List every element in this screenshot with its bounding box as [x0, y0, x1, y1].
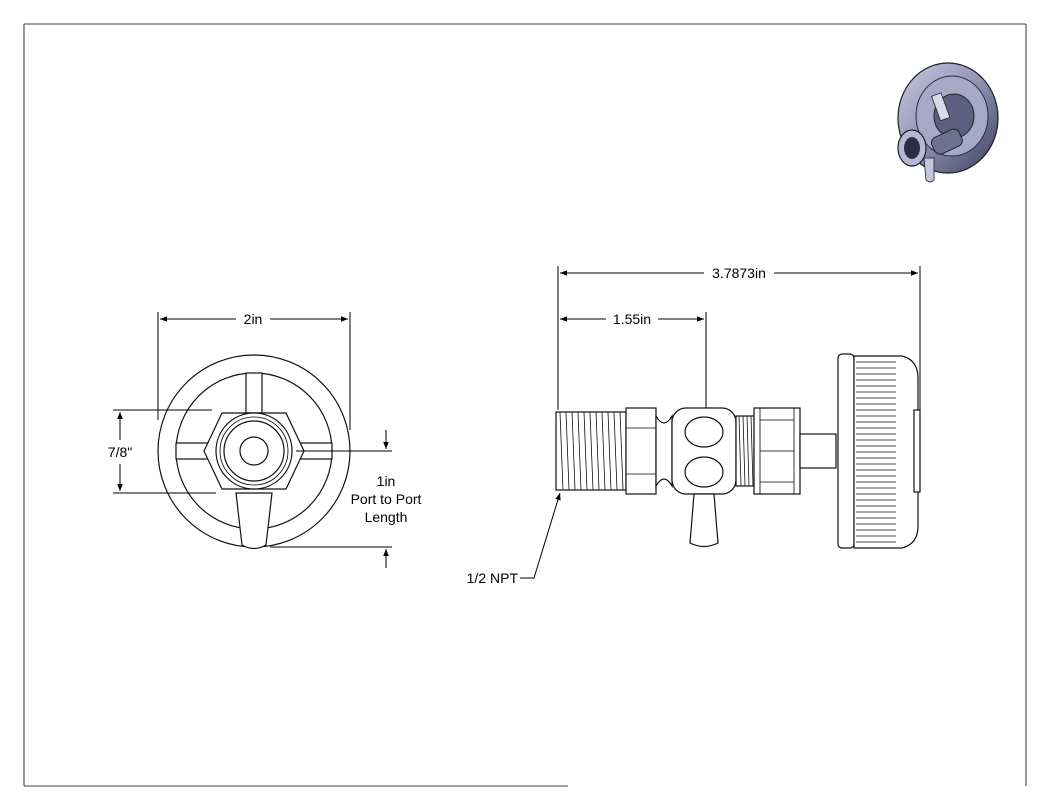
side-view — [555, 353, 921, 549]
dim-front-width: 2in — [157, 311, 351, 430]
hatch-line — [565, 411, 570, 491]
dim-port-label-line3: Length — [365, 509, 408, 525]
hex-section — [625, 407, 657, 495]
hatch-line — [589, 411, 594, 491]
thread-callout: 1/2 NPT — [467, 492, 561, 586]
dim-overall-length-label: 3.7873in — [712, 265, 766, 281]
body-boss-top — [684, 416, 724, 448]
hatch-line — [559, 411, 564, 491]
front-view — [157, 354, 351, 550]
hatch-line — [619, 411, 624, 491]
dim-overall-length: 3.7873in — [557, 265, 921, 410]
dim-port-distance: 1.55in — [560, 311, 707, 408]
dim-front-height: 7/8" — [108, 409, 216, 494]
side-stem — [689, 493, 719, 548]
sheet-border — [23, 23, 1027, 787]
spindle — [799, 433, 837, 469]
hatch-line — [746, 415, 750, 487]
hatch-line — [595, 411, 600, 491]
hatch-line — [742, 415, 746, 487]
dim-front-height-label: 7/8" — [108, 444, 132, 460]
hatch-line — [750, 415, 754, 487]
port-bore — [239, 436, 269, 466]
handwheel-cap — [913, 409, 921, 493]
thread-callout-label: 1/2 NPT — [467, 570, 519, 586]
handwheel-rim — [837, 353, 855, 549]
hatch-line — [738, 415, 742, 487]
thread-lines — [559, 411, 624, 491]
hatch-line — [613, 411, 618, 491]
hatch-line — [571, 411, 576, 491]
small-thread-lines — [738, 415, 754, 487]
valve-isometric-icon — [897, 62, 999, 183]
fitting-ring-thread — [219, 416, 289, 486]
knurl-lines — [856, 361, 896, 543]
body-boss-bottom — [684, 456, 724, 488]
hatch-line — [577, 411, 582, 491]
dim-port-label-line2: Port to Port — [351, 491, 422, 507]
dim-port-distance-label: 1.55in — [613, 311, 651, 327]
dim-port-to-port: 1in Port to Port Length — [270, 430, 422, 568]
valve-stem — [235, 492, 273, 550]
hatch-line — [607, 411, 612, 491]
dim-front-width-label: 2in — [244, 311, 263, 327]
spoke-top — [245, 372, 263, 414]
hatch-line — [583, 411, 588, 491]
hatch-line — [601, 411, 606, 491]
dim-port-label-line1: 1in — [377, 473, 396, 489]
body-waist — [655, 413, 673, 489]
